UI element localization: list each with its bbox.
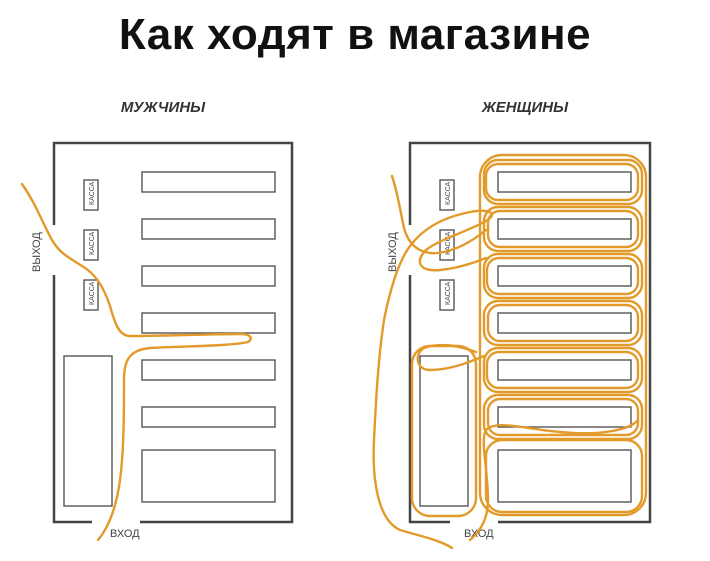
shopping-path-men [20, 182, 252, 542]
checkout-counter [83, 229, 99, 261]
shelf [497, 312, 632, 334]
shelf [497, 171, 632, 193]
shelf [141, 265, 276, 287]
panel-heading-women: ЖЕНЩИНЫ [481, 99, 569, 116]
checkout-label: КАССА [445, 231, 452, 255]
shelf [497, 449, 632, 503]
checkout-counters-men: КАССА КАССА КАССА [83, 179, 99, 311]
checkout-label: КАССА [89, 231, 96, 255]
shelf [497, 265, 632, 287]
panel-women: ЖЕНЩИНЫ КАССА КАССА КАССА ВЫХОД ВХОД [372, 99, 652, 550]
checkout-label: КАССА [89, 181, 96, 205]
shelf [497, 359, 632, 381]
checkout-counters-women: КАССА КАССА КАССА [439, 179, 455, 311]
checkout-counter [439, 279, 455, 311]
shelf [497, 218, 632, 240]
shelves-women [419, 171, 632, 507]
checkout-label: КАССА [89, 281, 96, 305]
shelf [141, 218, 276, 240]
checkout-counter [83, 279, 99, 311]
shelf [141, 449, 276, 503]
shelf [141, 406, 276, 428]
shelf [141, 359, 276, 381]
shopping-path-women [372, 153, 648, 550]
panel-men: МУЖЧИНЫ КАССА КАССА КАССА ВЫХОД ВХОД [20, 99, 294, 542]
entrance-label-men: ВХОД [110, 528, 140, 540]
display-stand [63, 355, 113, 507]
exit-label-women: ВЫХОД [387, 232, 399, 272]
store-walls-women [408, 141, 652, 524]
shelf [497, 406, 632, 428]
exit-label-men: ВЫХОД [31, 232, 43, 272]
checkout-counter [439, 179, 455, 211]
panel-heading-men: МУЖЧИНЫ [121, 99, 206, 116]
store-walls-men [52, 141, 294, 524]
shelves-men [63, 171, 276, 507]
checkout-counter [83, 179, 99, 211]
shelf [141, 312, 276, 334]
entrance-label-women: ВХОД [464, 528, 494, 540]
display-stand [419, 355, 469, 507]
page-title: Как ходят в магазине [118, 10, 592, 59]
checkout-label: КАССА [445, 281, 452, 305]
shelf [141, 171, 276, 193]
checkout-label: КАССА [445, 181, 452, 205]
